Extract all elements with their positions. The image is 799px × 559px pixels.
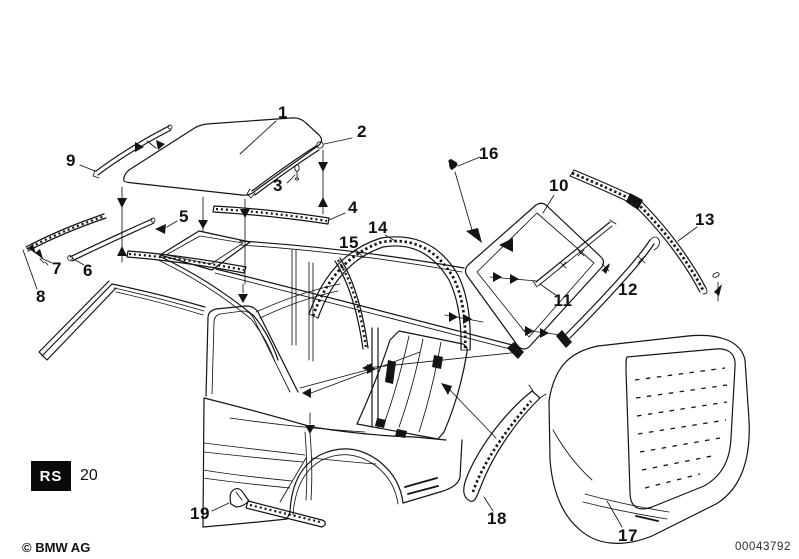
callout-11: 11	[553, 291, 573, 310]
trim-strip-9	[92, 124, 173, 179]
left-trim-strips	[25, 213, 156, 266]
roof-frame	[126, 224, 517, 434]
callout-7: 7	[52, 259, 62, 278]
rs-badge-code: RS	[31, 461, 71, 491]
callout-15: 15	[339, 233, 359, 252]
callout-9: 9	[66, 151, 76, 170]
callout-1: 1	[278, 103, 288, 122]
callout-6: 6	[83, 261, 93, 280]
window-frame-arch-14	[308, 236, 471, 351]
frame-rod-11	[532, 219, 617, 288]
callout-13: 13	[695, 210, 715, 229]
callout-16: 16	[479, 144, 499, 163]
callout-3: 3	[273, 176, 283, 195]
callout-8: 8	[36, 287, 46, 306]
copyright-text: © BMW AG	[22, 540, 91, 555]
trim-strip-4	[212, 205, 330, 225]
rs-badge-number: 20	[80, 467, 98, 484]
callout-5: 5	[179, 207, 189, 226]
pillar-trim-18	[463, 384, 547, 502]
callout-17: 17	[618, 526, 638, 545]
callout-12: 12	[618, 280, 638, 299]
callout-10: 10	[549, 176, 569, 195]
sill-strip-19	[229, 487, 326, 528]
callout-18: 18	[487, 509, 507, 528]
seal-band-13	[569, 169, 722, 302]
callout-19: 19	[190, 504, 210, 523]
document-number: 00043792	[735, 541, 791, 553]
window-frame-10	[464, 202, 605, 359]
clip-16	[448, 159, 513, 252]
rear-hardtop-17	[548, 334, 750, 544]
window-frame-band-15	[334, 257, 369, 350]
callout-leaders	[22, 120, 698, 528]
car-body	[38, 280, 468, 528]
callout-14: 14	[368, 218, 388, 237]
drip-moulding-right	[246, 141, 324, 199]
callout-4: 4	[348, 198, 358, 217]
rs-badge: RS 20	[31, 461, 98, 491]
callout-2: 2	[357, 122, 367, 141]
clip-part-3	[294, 164, 300, 181]
